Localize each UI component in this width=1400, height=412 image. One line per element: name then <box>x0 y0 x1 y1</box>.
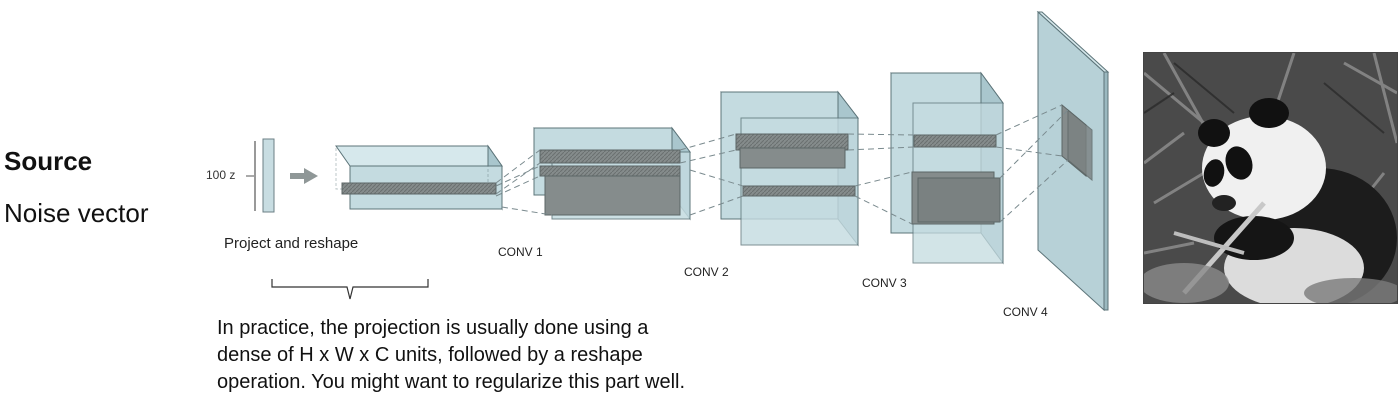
conv1-block <box>533 126 691 221</box>
brace-icon <box>271 279 429 300</box>
conv4-label: CONV 4 <box>1003 305 1048 319</box>
caption-line-3: operation. You might want to regularize … <box>217 371 686 393</box>
source-title: Source <box>4 146 93 176</box>
caption-line-1: In practice, the projection is usually d… <box>217 317 649 339</box>
caption-line-2: dense of H x W x C units, followed by a … <box>217 344 643 366</box>
conv4-block <box>1036 10 1110 312</box>
caption: In practice, the projection is usually d… <box>217 315 777 396</box>
project-reshape-label: Project and reshape <box>224 235 358 252</box>
noise-vector-bar <box>254 138 275 213</box>
panda-photo-icon <box>1144 53 1397 303</box>
input-label: 100 z <box>206 168 235 182</box>
conv3-label: CONV 3 <box>862 276 907 290</box>
arrow-icon <box>290 168 318 184</box>
source-subtitle: Noise vector <box>4 198 149 228</box>
projected-block <box>335 144 503 211</box>
conv2-block <box>719 90 860 247</box>
conv2-label: CONV 2 <box>684 265 729 279</box>
panda-photo <box>1143 52 1398 304</box>
conv1-label: CONV 1 <box>498 245 543 259</box>
connection-lines <box>495 104 1069 225</box>
conv3-block <box>890 71 1004 265</box>
